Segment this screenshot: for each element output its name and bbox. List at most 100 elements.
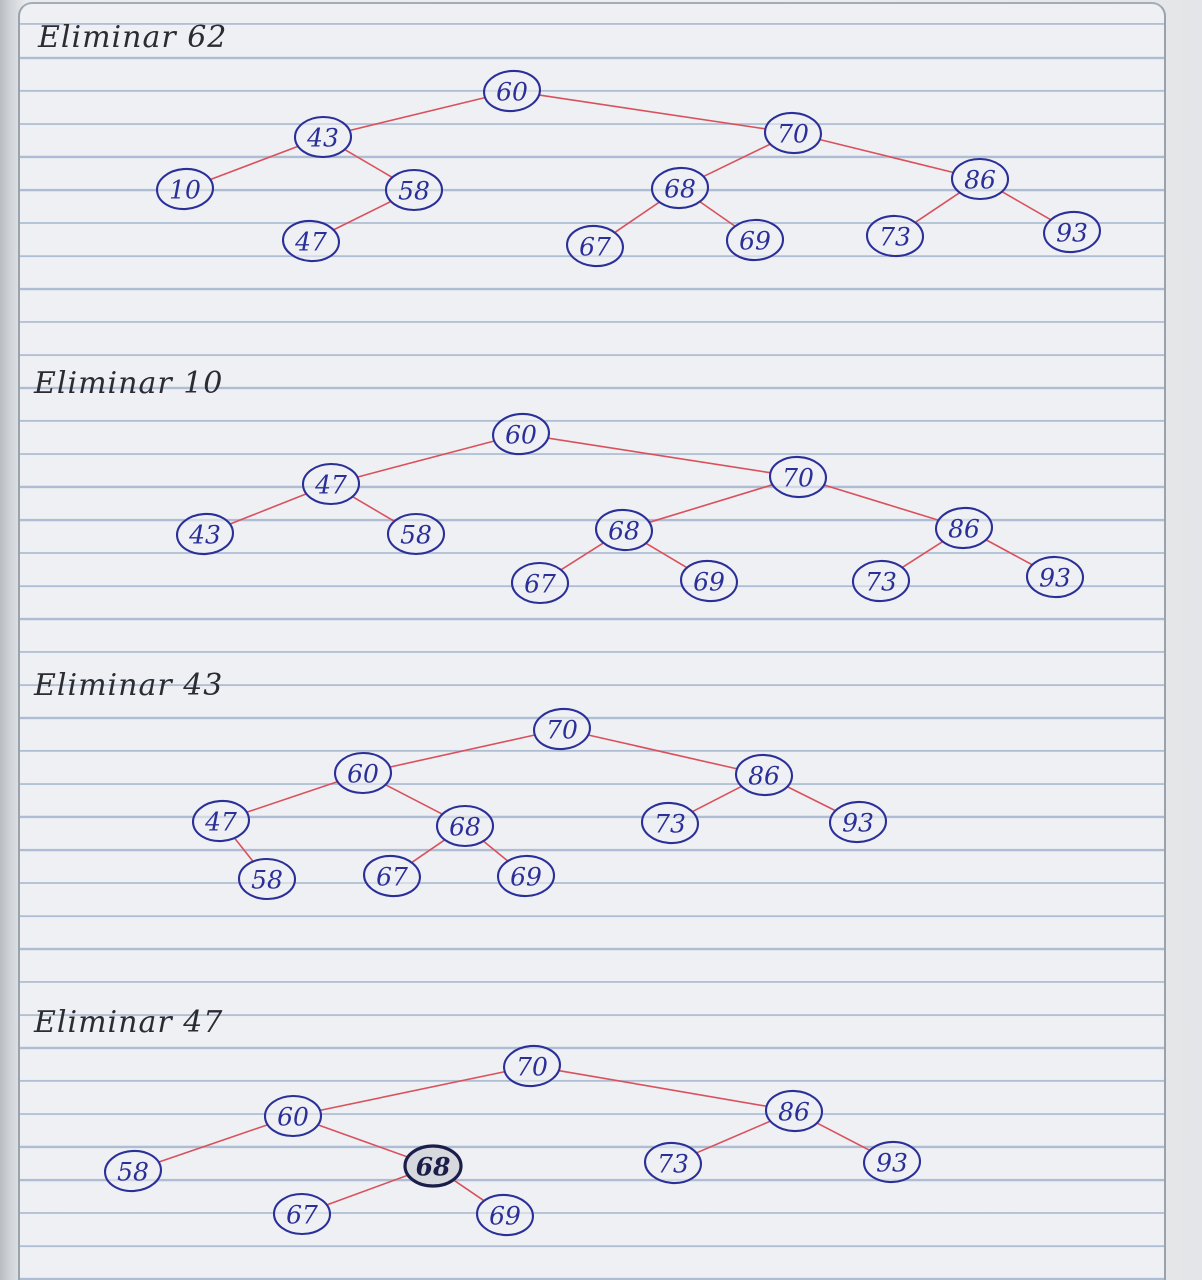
tree-edge (157, 1123, 269, 1164)
tree-node-70: 70 (763, 111, 823, 155)
step-title-4: Eliminar 47 (34, 1005, 224, 1040)
node-label: 10 (169, 176, 201, 205)
node-label: 67 (579, 233, 611, 262)
tree-node-67: 67 (272, 1192, 332, 1236)
tree-node-60: 60 (333, 751, 393, 795)
node-label: 60 (505, 421, 537, 450)
tree-edge (614, 201, 661, 233)
node-circle (1043, 210, 1101, 254)
node-circle (763, 111, 823, 155)
tree-node-43: 43 (293, 115, 353, 159)
node-circle (734, 753, 794, 797)
node-circle (386, 512, 446, 556)
tree-edge (986, 539, 1033, 566)
tree-node-47: 47 (301, 462, 361, 506)
node-circle (828, 800, 888, 844)
node-label: 86 (964, 166, 996, 195)
tree-edge (209, 145, 299, 181)
tree-edge (411, 839, 446, 863)
tree-edge (357, 440, 495, 478)
tree-node-60: 60 (492, 412, 550, 456)
tree-edge (482, 840, 509, 862)
node-circle (384, 168, 444, 212)
tree-node-69: 69 (680, 559, 738, 603)
node-label: 43 (188, 521, 221, 550)
node-label: 68 (608, 517, 640, 546)
node-label: 93 (1056, 219, 1088, 248)
tree-node-68: 68 (403, 1144, 463, 1188)
tree-edge (560, 542, 604, 571)
node-label: 68 (664, 175, 696, 204)
node-circle (594, 508, 654, 552)
tree-edge (344, 148, 393, 179)
tree-node-93: 93 (828, 800, 888, 844)
tree-edge (452, 1179, 486, 1202)
node-circle (680, 559, 738, 603)
node-label: 73 (654, 810, 686, 839)
ruled-notebook-page (18, 2, 1166, 1280)
node-label: 60 (496, 78, 528, 107)
node-circle (950, 157, 1010, 201)
tree-node-70: 70 (503, 1044, 561, 1088)
node-circle (483, 69, 541, 113)
node-circle (237, 857, 297, 901)
tree-edge (819, 138, 954, 174)
node-circle (503, 1044, 561, 1088)
tree-node-73: 73 (865, 214, 925, 258)
node-label: 58 (117, 1158, 149, 1187)
step-title-3: Eliminar 43 (34, 668, 224, 703)
node-circle (643, 1141, 703, 1185)
tree-node-58: 58 (386, 512, 446, 556)
node-circle (155, 167, 215, 211)
node-circle (272, 1192, 332, 1236)
tree-edge (702, 143, 771, 178)
node-circle (725, 218, 785, 262)
node-label: 60 (277, 1103, 309, 1132)
node-label: 58 (398, 177, 430, 206)
tree-edge (644, 542, 689, 569)
tree-node-69: 69 (725, 218, 785, 262)
tree-node-67: 67 (363, 854, 421, 898)
tree-node-86: 86 (950, 157, 1010, 201)
node-circle (650, 166, 710, 210)
tree-node-73: 73 (640, 801, 700, 845)
node-label: 69 (739, 227, 771, 256)
node-label: 47 (314, 471, 347, 500)
node-circle (492, 412, 550, 456)
node-label: 43 (306, 124, 339, 153)
tree-node-86: 86 (764, 1089, 824, 1133)
node-label: 73 (865, 568, 897, 597)
node-label: 67 (524, 570, 556, 599)
node-label: 47 (204, 808, 237, 837)
tree-edge (539, 94, 766, 130)
tree-edge (548, 437, 771, 474)
tree-node-69: 69 (476, 1193, 534, 1237)
tree-edge (692, 785, 742, 813)
tree-node-58: 58 (384, 168, 444, 212)
tree-node-43: 43 (175, 512, 235, 556)
tree-node-70: 70 (533, 707, 591, 751)
tree-node-67: 67 (566, 224, 624, 268)
node-label: 69 (510, 863, 542, 892)
node-label: 73 (879, 223, 911, 252)
tree-node-68: 68 (594, 508, 654, 552)
tree-step-1: 60 43 70 10 58 47 68 86 67 69 73 93 (155, 69, 1101, 268)
node-circle (496, 854, 556, 898)
tree-edge (319, 1070, 506, 1112)
node-circle (768, 455, 828, 499)
tree-node-70: 70 (768, 455, 828, 499)
node-label: 70 (546, 716, 578, 745)
node-circle (533, 707, 591, 751)
node-circle (640, 801, 700, 845)
tree-edge (823, 484, 939, 521)
tree-edge (914, 192, 961, 223)
tree-edge (1001, 190, 1051, 221)
node-circle (175, 512, 235, 556)
tree-edge (234, 837, 254, 863)
tree-node-58: 58 (103, 1149, 163, 1193)
step-title-2: Eliminar 10 (34, 366, 224, 401)
node-label: 47 (294, 228, 327, 257)
